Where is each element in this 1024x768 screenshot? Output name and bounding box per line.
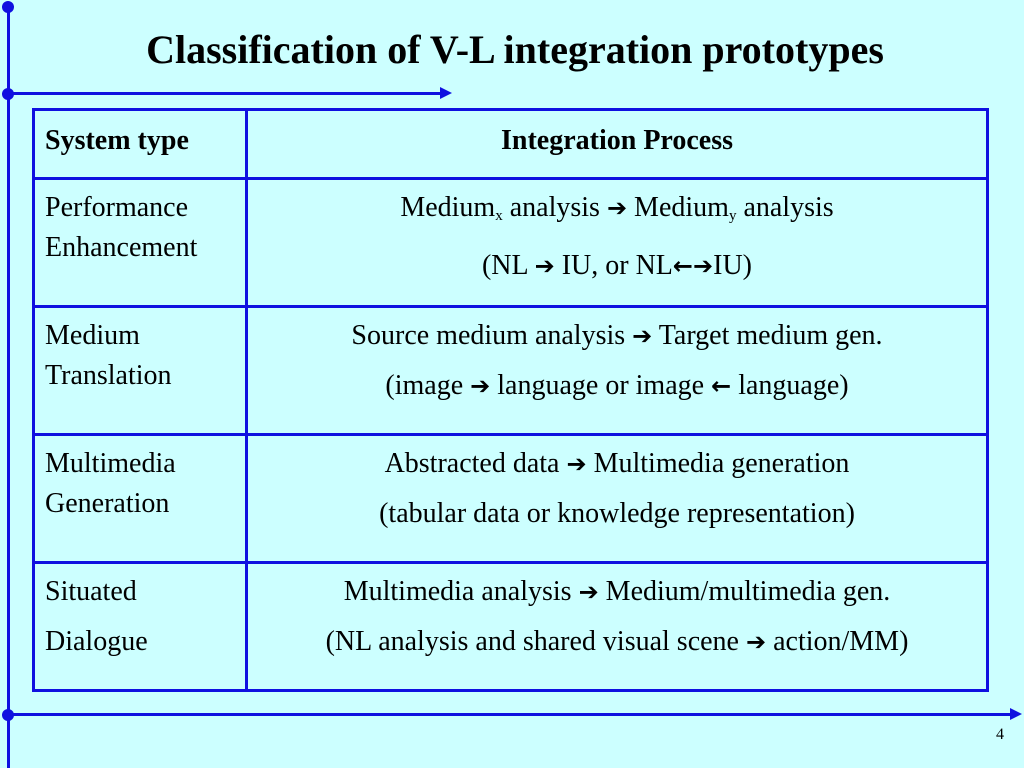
arrow-right-icon: ➔ [693, 252, 714, 280]
footer-rule-arrowhead [1010, 708, 1022, 720]
integration-process-cell: Abstracted data ➔ Multimedia generation … [245, 433, 989, 564]
process-text: action/MM) [766, 626, 909, 657]
header-integration-process: Integration Process [245, 108, 989, 180]
process-text: Multimedia generation [586, 448, 850, 479]
header-system-type: System type [32, 108, 248, 180]
process-text: IU, or NL [554, 250, 673, 281]
system-type-line1: Situated [45, 576, 137, 607]
process-text: Source medium analysis [351, 320, 633, 351]
process-line2: (tabular data or knowledge representatio… [379, 498, 855, 529]
subscript: y [728, 208, 737, 224]
process-text: Multimedia analysis [343, 576, 579, 607]
arrow-right-icon: ➔ [745, 628, 767, 656]
arrow-right-icon: ➔ [566, 450, 587, 478]
table-header-row: System type Integration Process [32, 108, 989, 180]
footer-rule [8, 713, 1012, 716]
process-text: language) [731, 370, 849, 401]
process-text: (NL [481, 250, 535, 281]
rule-dot-top [2, 1, 14, 13]
system-type-line2: Dialogue [45, 626, 148, 657]
process-text: IU) [713, 250, 752, 281]
table-row: Medium Translation Source medium analysi… [32, 305, 989, 436]
system-type-line2: Translation [45, 360, 172, 391]
process-line2: (image ➔ language or image ← language) [258, 366, 976, 406]
process-line1: Abstracted data ➔ Multimedia generation [258, 444, 976, 484]
arrow-right-icon: ➔ [470, 372, 491, 400]
title-rule-arrowhead [440, 87, 452, 99]
system-type-cell: Situated Dialogue [32, 561, 248, 692]
process-text: (NL analysis and shared visual scene [325, 626, 746, 657]
process-text: Medium/multimedia gen. [598, 576, 891, 607]
process-line2: (NL ➔ IU, or NL←➔IU) [258, 246, 976, 286]
process-text: Target medium gen. [652, 320, 883, 351]
integration-process-cell: Source medium analysis ➔ Target medium g… [245, 305, 989, 436]
system-type-line2: Enhancement [45, 232, 198, 263]
integration-process-cell: Mediumx analysis ➔ Mediumy analysis (NL … [245, 177, 989, 308]
table-row: Performance Enhancement Mediumx analysis… [32, 177, 989, 308]
subscript: x [495, 208, 503, 224]
system-type-line1: Performance [45, 192, 189, 223]
system-type-line2: Generation [45, 488, 170, 519]
process-text: Medium [400, 192, 496, 223]
system-type-line1: Multimedia [45, 448, 176, 479]
table-row: Situated Dialogue Multimedia analysis ➔ … [32, 561, 989, 692]
process-text: language or image [490, 370, 712, 401]
process-line2: (NL analysis and shared visual scene ➔ a… [258, 622, 976, 662]
process-line1: Multimedia analysis ➔ Medium/multimedia … [258, 572, 976, 612]
arrow-right-icon: ➔ [606, 194, 628, 222]
process-text: Medium [627, 192, 729, 223]
classification-table: System type Integration Process Performa… [32, 108, 989, 692]
process-line1: Source medium analysis ➔ Target medium g… [258, 316, 976, 356]
process-line1: Mediumx analysis ➔ Mediumy analysis [258, 188, 976, 236]
arrow-left-icon: ← [672, 252, 694, 280]
process-text: analysis [736, 192, 834, 223]
table-row: Multimedia Generation Abstracted data ➔ … [32, 433, 989, 564]
title-rule [8, 92, 442, 95]
arrow-left-icon: ← [711, 372, 732, 400]
system-type-cell: Medium Translation [32, 305, 248, 436]
arrow-right-icon: ➔ [578, 578, 599, 606]
process-text: (image [385, 370, 471, 401]
integration-process-cell: Multimedia analysis ➔ Medium/multimedia … [245, 561, 989, 692]
system-type-cell: Performance Enhancement [32, 177, 248, 308]
page-number: 4 [996, 726, 1004, 743]
arrow-right-icon: ➔ [534, 252, 555, 280]
process-text: Abstracted data [384, 448, 567, 479]
system-type-line1: Medium [45, 320, 140, 351]
process-text: analysis [502, 192, 607, 223]
arrow-right-icon: ➔ [632, 322, 653, 350]
page-title: Classification of V-L integration protot… [146, 27, 884, 72]
system-type-cell: Multimedia Generation [32, 433, 248, 564]
left-rule [7, 6, 10, 768]
